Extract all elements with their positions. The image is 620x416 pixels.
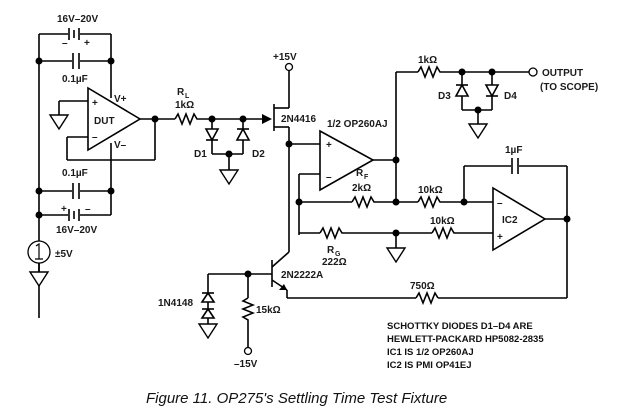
dut-opamp: DUT V+ V– + – xyxy=(48,86,175,161)
rl-value: 1kΩ xyxy=(175,100,194,111)
jfet-label: 2N4416 xyxy=(281,114,316,125)
rg-value: 222Ω xyxy=(322,257,347,268)
rg-sub: G xyxy=(335,251,341,258)
dut-minus-input: – xyxy=(92,132,98,143)
ic1-opamp: + – 1/2 OP260AJ xyxy=(319,119,388,192)
diode-1n4148-label: 1N4148 xyxy=(158,298,193,309)
ground-icon xyxy=(48,114,70,131)
diode-d1: D1 xyxy=(194,119,220,160)
r-750-value: 750Ω xyxy=(410,281,435,292)
diode-d3: D3 xyxy=(438,72,470,110)
ground-icon xyxy=(197,323,219,340)
rl-name: R xyxy=(177,87,185,98)
notes-block: SCHOTTKY DIODES D1–D4 ARE HEWLETT-PACKAR… xyxy=(387,321,544,371)
signal-source-label: ±5V xyxy=(55,249,73,260)
ic1-minus: – xyxy=(326,172,332,183)
rg-name: R xyxy=(327,245,335,256)
d2-label: D2 xyxy=(252,149,265,160)
ground-icon xyxy=(385,247,407,264)
dut-label: DUT xyxy=(94,116,115,127)
output-label: OUTPUT xyxy=(542,68,583,79)
capacitor-top-icon xyxy=(72,53,80,69)
pos-rail-terminal xyxy=(284,62,294,72)
output-terminal xyxy=(528,67,538,77)
d3-label: D3 xyxy=(438,91,451,102)
ic1-label: 1/2 OP260AJ xyxy=(327,119,388,130)
battery-bottom-minus: – xyxy=(85,204,91,215)
bjt-2n2222a: 2N2222A xyxy=(271,243,323,298)
diode-d2: D2 xyxy=(235,119,265,160)
ground-icon xyxy=(467,123,489,140)
bjt-label: 2N2222A xyxy=(281,270,323,281)
figure-caption: Figure 11. OP275's Settling Time Test Fi… xyxy=(146,390,447,407)
battery-top-plus: + xyxy=(84,38,90,49)
neg-rail-terminal xyxy=(243,346,253,356)
dut-vplus-label: V+ xyxy=(114,94,127,105)
dut-plus-input: + xyxy=(92,98,98,109)
rf-value: 2kΩ xyxy=(352,183,371,194)
rf-name: R xyxy=(356,168,364,179)
ground-icon xyxy=(218,169,240,186)
battery-top-label: 16V–20V xyxy=(57,14,98,25)
battery-bottom-plus: + xyxy=(61,204,67,215)
r-10k-a-value: 10kΩ xyxy=(418,185,443,196)
note-line: SCHOTTKY DIODES D1–D4 ARE xyxy=(387,321,533,332)
r-15k-value: 15kΩ xyxy=(256,305,281,316)
neg-rail-label: –15V xyxy=(234,359,258,370)
r-10k-b-value: 10kΩ xyxy=(430,216,455,227)
r-out-value: 1kΩ xyxy=(418,55,437,66)
note-line: IC1 IS 1/2 OP260AJ xyxy=(387,347,474,358)
diode-d4: D4 xyxy=(484,72,517,110)
note-line: IC2 IS PMI OP41EJ xyxy=(387,360,471,371)
pos-rail-label: +15V xyxy=(273,52,297,63)
dut-supply: 16V–20V – + 0.1µF 0.1µF xyxy=(27,14,115,318)
ground-icon xyxy=(28,271,50,288)
capacitor-bottom-icon xyxy=(72,183,80,199)
capacitor-bottom-label: 0.1µF xyxy=(62,168,88,179)
ic2-opamp: IC2 – + xyxy=(492,186,547,252)
ic2-plus: + xyxy=(497,232,503,243)
ic2-minus: – xyxy=(497,198,503,209)
capacitor-integrator-icon xyxy=(511,158,519,174)
dut-vminus-label: V– xyxy=(114,140,127,151)
rf-sub: F xyxy=(364,174,369,181)
signal-source-icon xyxy=(27,240,51,264)
d1-label: D1 xyxy=(194,149,207,160)
rl-sub: L xyxy=(185,93,190,100)
jfet-2n4416: 2N4416 xyxy=(262,70,316,243)
capacitor-top-label: 0.1µF xyxy=(62,74,88,85)
output-sublabel: (TO SCOPE) xyxy=(540,82,598,93)
ic1-plus: + xyxy=(326,140,332,151)
battery-bottom-icon xyxy=(68,209,80,221)
ic2-label: IC2 xyxy=(502,215,518,226)
note-line: HEWLETT-PACKARD HP5082-2835 xyxy=(387,334,544,345)
d4-label: D4 xyxy=(504,91,517,102)
battery-top-icon xyxy=(68,28,80,40)
load-resistor-rl: R L 1kΩ xyxy=(174,87,212,127)
battery-top-minus: – xyxy=(62,38,68,49)
c-int-label: 1µF xyxy=(505,145,522,156)
battery-bottom-label: 16V–20V xyxy=(56,225,97,236)
